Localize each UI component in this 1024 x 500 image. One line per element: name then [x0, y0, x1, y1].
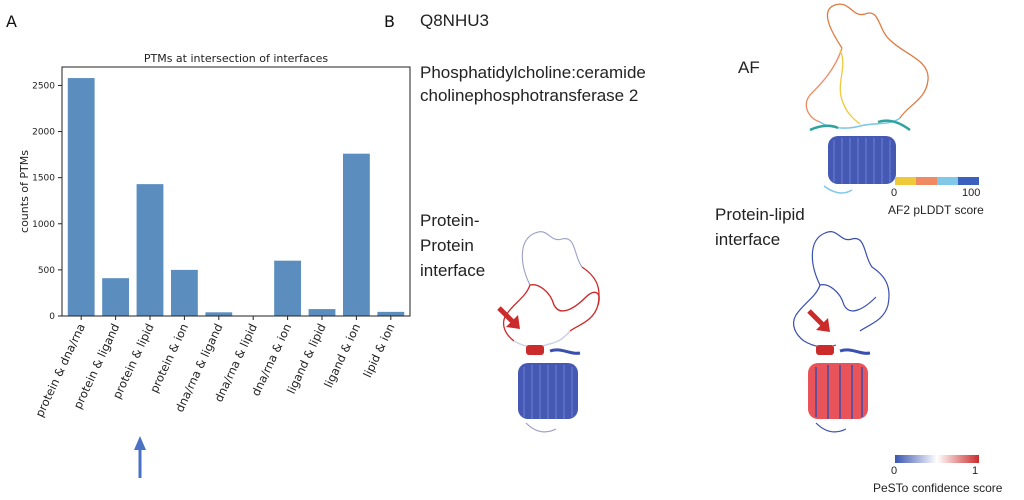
- af2-scale-segment: [916, 177, 937, 185]
- bar-chart: PTMs at intersection of interfaces count…: [18, 52, 411, 478]
- bar: [102, 278, 130, 316]
- ppi-label-line3: interface: [420, 261, 486, 280]
- x-tick-label: lipid & ion: [360, 321, 397, 379]
- pesto-scale-bar: [895, 455, 979, 463]
- bar: [342, 153, 370, 316]
- highlight-arrow: [134, 436, 146, 478]
- bar: [170, 269, 198, 316]
- af2-scale-segment: [895, 177, 916, 185]
- af2-scale-segment: [937, 177, 958, 185]
- af-structure: [805, 3, 929, 194]
- pli-label-line2: interface: [715, 230, 781, 249]
- y-tick-label: 500: [38, 266, 55, 276]
- pli-label-line1: Protein-lipid: [715, 205, 805, 224]
- af2-scale-bar: [895, 177, 979, 185]
- af2-scale-min: 0: [891, 187, 898, 199]
- af2-scale-max: 100: [962, 187, 981, 199]
- chart-title: PTMs at intersection of interfaces: [144, 52, 329, 65]
- y-tick-label: 1500: [32, 174, 55, 184]
- bar: [136, 184, 164, 316]
- ppi-label: Protein- Protein interface: [420, 208, 485, 283]
- uniprot-id: Q8NHU3: [420, 11, 489, 30]
- y-tick-label: 2500: [32, 81, 55, 91]
- bar: [308, 309, 336, 316]
- pli-arrow-icon: [807, 309, 830, 332]
- af2-scale-segment: [958, 177, 979, 185]
- af-label: AF: [738, 58, 760, 77]
- ppi-structure: [502, 231, 600, 433]
- y-axis-label: counts of PTMs: [18, 150, 31, 233]
- pesto-scale-title: PeSTo confidence score: [873, 481, 1003, 495]
- bar: [377, 311, 405, 316]
- bar: [67, 78, 95, 316]
- pli-structure: [792, 231, 890, 433]
- y-tick-label: 0: [49, 312, 55, 322]
- bar: [274, 260, 302, 316]
- ppi-label-line1: Protein-: [420, 211, 480, 230]
- af2-scale-title: AF2 pLDDT score: [888, 203, 984, 217]
- protein-name-line1: Phosphatidylcholine:ceramide: [420, 63, 646, 82]
- x-tick-label: ligand & ion: [321, 321, 363, 390]
- protein-name-line2: cholinephosphotransferase 2: [420, 86, 639, 105]
- y-tick-label: 1000: [32, 220, 55, 230]
- y-tick-label: 2000: [32, 128, 55, 138]
- pesto-scale-max: 1: [972, 465, 979, 477]
- panel-label-b: B: [384, 12, 395, 31]
- panel-label-a: A: [6, 12, 17, 31]
- pli-label: Protein-lipid interface: [715, 202, 805, 252]
- ppi-label-line2: Protein: [420, 236, 474, 255]
- plot-frame: [61, 66, 411, 317]
- bar: [205, 312, 233, 316]
- ppi-arrow-icon: [497, 306, 520, 329]
- protein-name: Phosphatidylcholine:ceramide cholinephos…: [420, 61, 646, 107]
- pesto-scale-min: 0: [891, 465, 898, 477]
